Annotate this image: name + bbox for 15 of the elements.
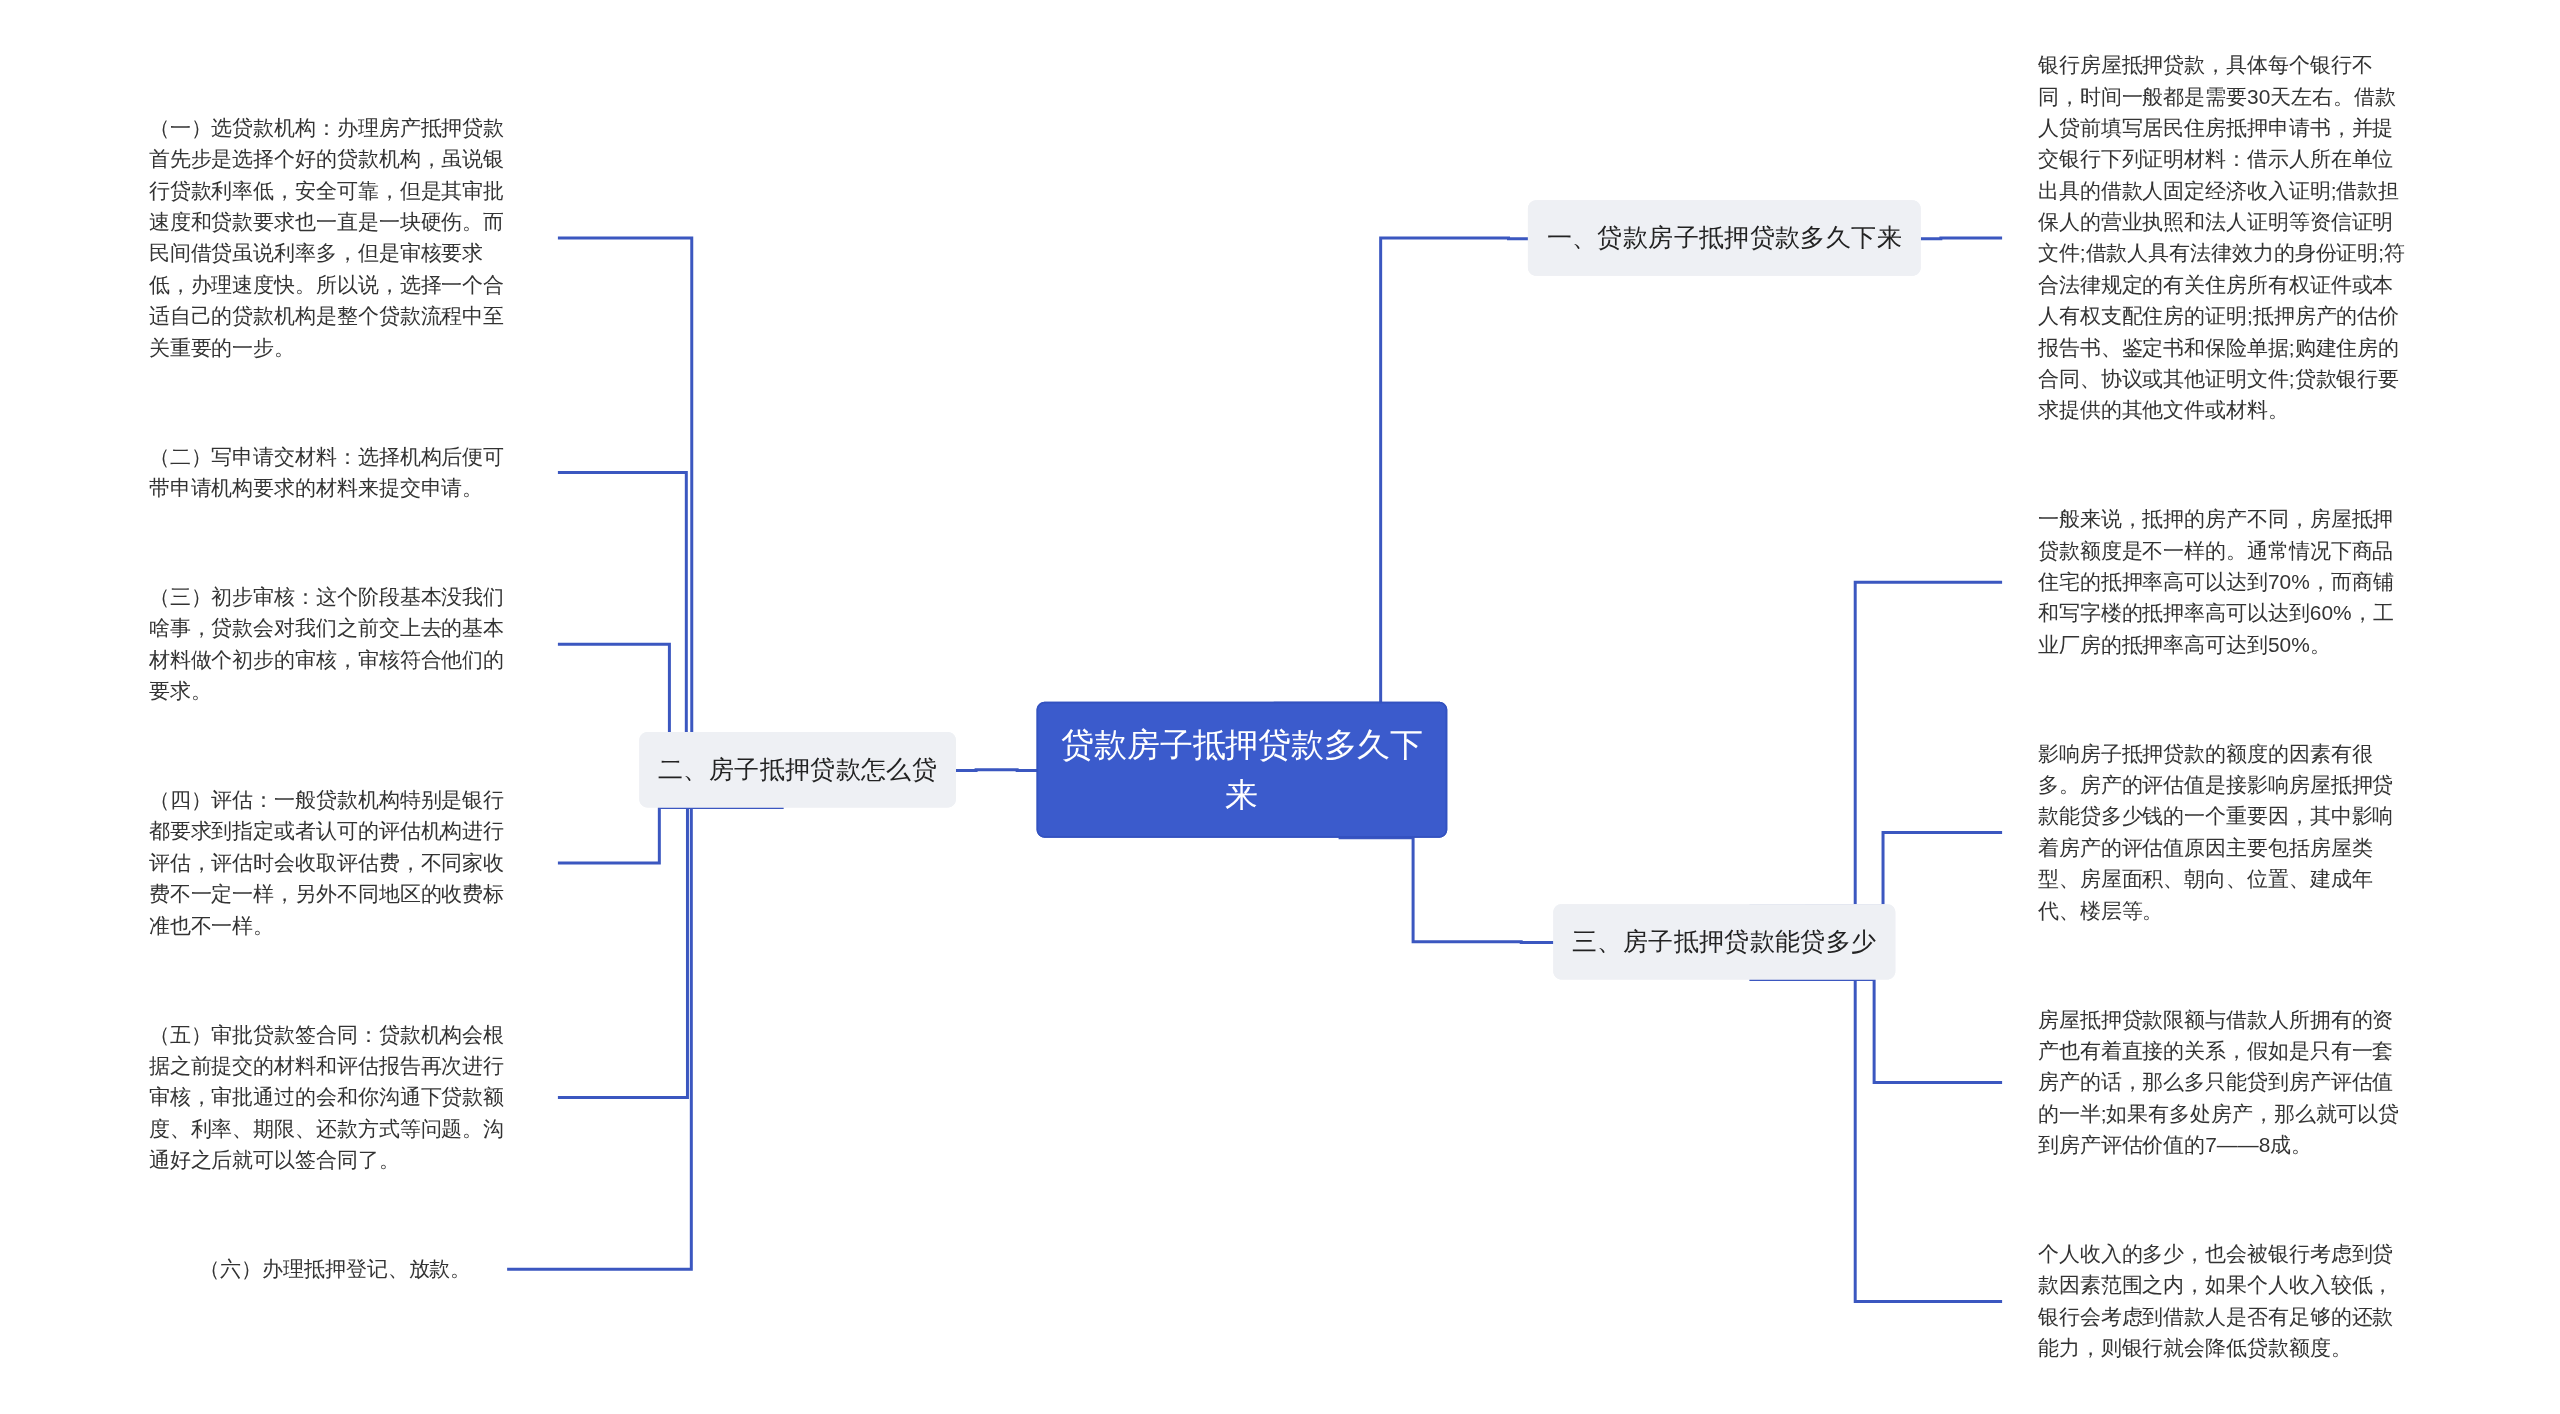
node-text: （四）评估：一般贷款机构特别是银行都要求到指定或者认可的评估机构进行评估，评估时会收取评估费，不同家收费不一定一样，另外不同地区的收费标准也不一样。 bbox=[148, 787, 505, 937]
node-text: 一般来说，抵押的房产不同，房屋抵押贷款额度是不一样的。通常情况下商品住宅的抵押率高可以达到70%，而商铺和写字楼的抵押率高可以达到60%，工业厂房的抵押率高可达到50%。 bbox=[2037, 506, 2394, 657]
connector bbox=[1749, 978, 2003, 1303]
node-text: （五）审批贷款签合同：贷款机构会根据之前提交的材料和评估报告再次进行审核，审批通过的会和你沟通下贷款额度、利率、期限、还款方式等问题。沟通好之后就可以签合同了。 bbox=[148, 1022, 505, 1172]
connector bbox=[1338, 836, 1555, 945]
node-text: （二）写申请交材料：选择机构后便可带申请机构要求的材料来提交申请。 bbox=[148, 444, 505, 500]
node-text: （六）办理抵押登记、放款。 bbox=[199, 1256, 472, 1281]
node-text: 个人收入的多少，也会被银行考虑到贷款因素范围之内，如果个人收入较低，银行会考虑到借款人是否有足够的还款能力，则银行就会降低贷款额度。 bbox=[2037, 1241, 2394, 1360]
node-text: 银行房屋抵押贷款，具体每个银行不同，时间一般都是需要30天左右。借款人贷前填写居民住房抵押申请书，并提交银行下列证明材料：借示人所在单位出具的借款人固定经济收入证明;借款担保人的营业执照和法人证明等资信证明文件;借款人具有法律效力的身份证明;符合法律规定的有关住房所有权证件或本人有权支配住房的证明;抵押房产的估价报告书、鉴定书和保险单据;购建住房的合同、协议或其他证明文件;贷款银行要求提供的其他文件或材料。 bbox=[2037, 52, 2406, 422]
node-text: （三）初步审核：这个阶段基本没我们啥事，贷款会对我们之前交上去的基本材料做个初步的审核，审核符合他们的要求。 bbox=[148, 584, 505, 703]
node-text: 影响房子抵押贷款的额度的因素有很多。房产的评估值是接影响房屋抵押贷款能贷多少钱的一个重要因，其中影响着房产的评估值原因主要包括房屋类型、房屋面积、朝向、位置、建成年代、楼层等。 bbox=[2037, 741, 2394, 923]
node-text: 房屋抵押贷款限额与借款人所拥有的资产也有着直接的关系，假如是只有一套房产的话，那么多只能贷到房产评估值的一半;如果有多处房产，那么就可以贷到房产评估价值的7——8成。 bbox=[2037, 1007, 2400, 1157]
connector bbox=[507, 805, 784, 1271]
connector bbox=[1920, 236, 2003, 241]
node-text: （一）选贷款机构：办理房产抵押贷款首先步是选择个好的贷款机构，虽说银行贷款利率低，安全可靠，但是其审批速度和贷款要求也一直是一块硬伤。而民间借贷虽说利率多，但是审核要求低，办理速度快。所以说，选择一个合适自己的贷款机构是整个贷款流程中至关重要的一步。 bbox=[148, 115, 505, 360]
